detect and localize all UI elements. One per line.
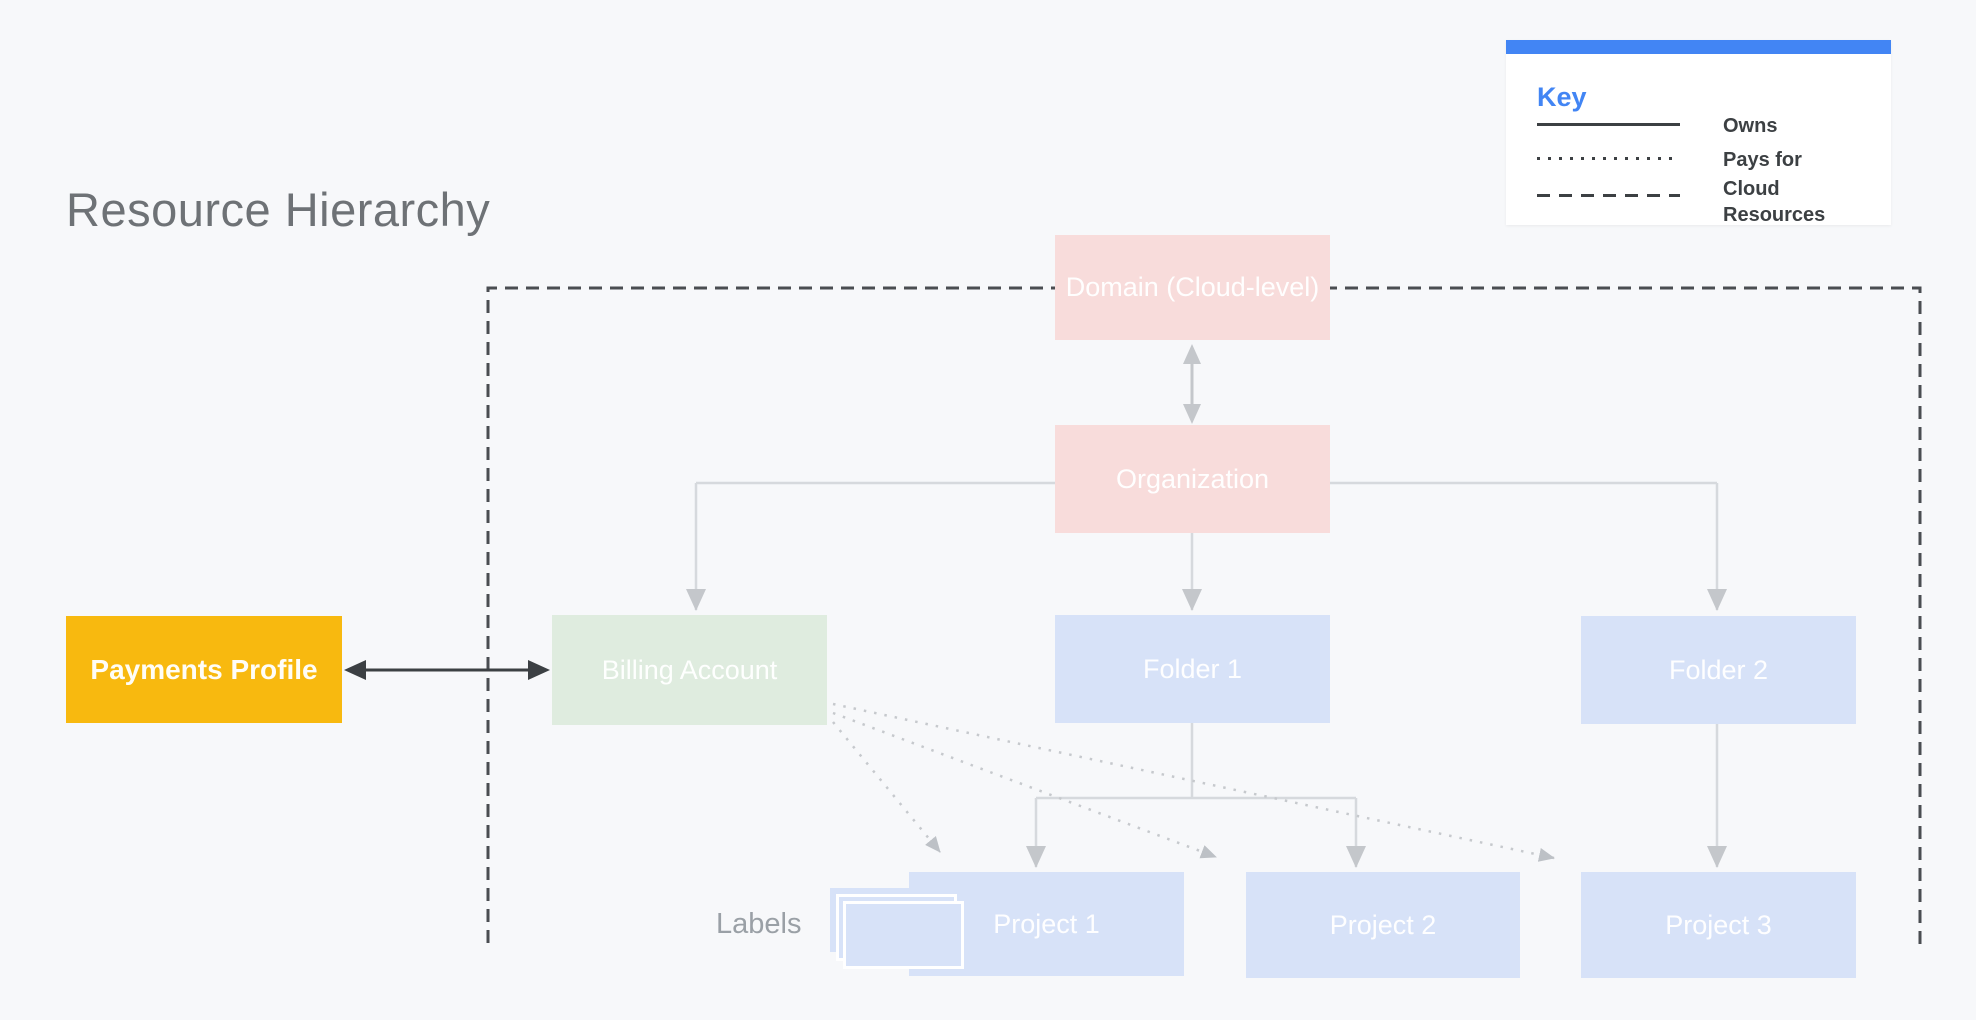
legend-dashed-line-sample: [1537, 194, 1680, 197]
labels-stack-icon: [830, 888, 964, 969]
node-organization: Organization: [1055, 425, 1330, 533]
legend-solid-line-sample: [1537, 123, 1680, 126]
payments-billing-arrow: [344, 660, 550, 680]
node-project-3: Project 3: [1581, 872, 1856, 978]
label-card-front: [843, 901, 964, 969]
legend-label-cloud-resources: Cloud Resources: [1723, 178, 1826, 226]
folder1-owns-connectors: [1026, 723, 1366, 868]
legend-label-pays-for: Pays for: [1723, 149, 1802, 171]
node-billing-account: Billing Account: [552, 615, 827, 725]
legend-title: Key: [1537, 82, 1587, 112]
node-project-2: Project 2: [1246, 872, 1520, 978]
legend-accent-bar: [1506, 40, 1891, 54]
node-folder-2: Folder 2: [1581, 616, 1856, 724]
labels-annotation: Labels: [716, 908, 802, 940]
domain-organization-arrow: [1183, 344, 1201, 424]
legend-dotted-line-sample: [1537, 157, 1680, 160]
legend-key: Key Owns Pays for Cloud Resources: [1506, 40, 1891, 226]
legend-label-owns: Owns: [1723, 115, 1778, 137]
pays-for-dotted-lines: [832, 702, 1555, 862]
node-folder-1: Folder 1: [1055, 615, 1330, 723]
node-payments-profile: Payments Profile: [66, 616, 342, 723]
node-domain: Domain (Cloud-level): [1055, 235, 1330, 340]
page-title: Resource Hierarchy: [66, 183, 491, 236]
